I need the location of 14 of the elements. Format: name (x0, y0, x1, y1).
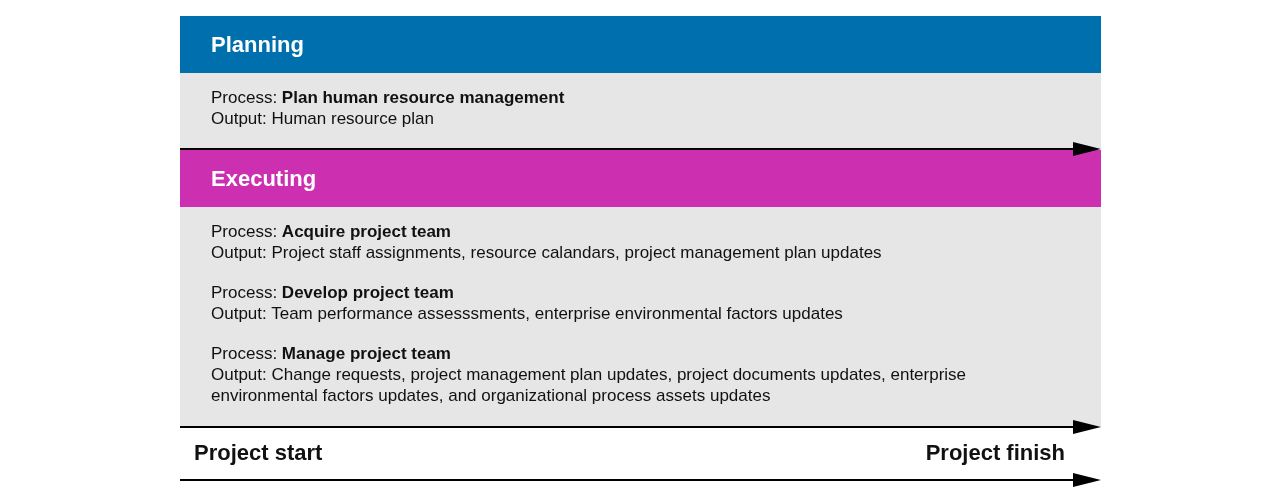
phase-panel (180, 16, 1101, 149)
phase-header: Planning (180, 16, 1101, 73)
phase-header: Executing (180, 150, 1101, 207)
process-text: Process: Develop project team (211, 282, 454, 303)
timeline-label: Project start (194, 440, 323, 466)
output-text: Output: Project staff assignments, resource calandars, project management plan updates (211, 242, 882, 263)
timeline-label: Project finish (925, 440, 1065, 466)
phase-panel (180, 150, 1101, 427)
process-text: Process: Acquire project team (211, 221, 451, 242)
output-text: Output: Human resource plan (211, 108, 434, 129)
process-text: Process: Plan human resource management (211, 87, 565, 108)
output-text: Output: Change requests, project management plan updates, project documents updates, enterprise environmental factors updates, and organizational process assets updates (211, 364, 968, 406)
output-text: Output: Team performance assesssments, enterprise environmental factors updates (211, 303, 843, 324)
process-text: Process: Manage project team (211, 343, 451, 364)
